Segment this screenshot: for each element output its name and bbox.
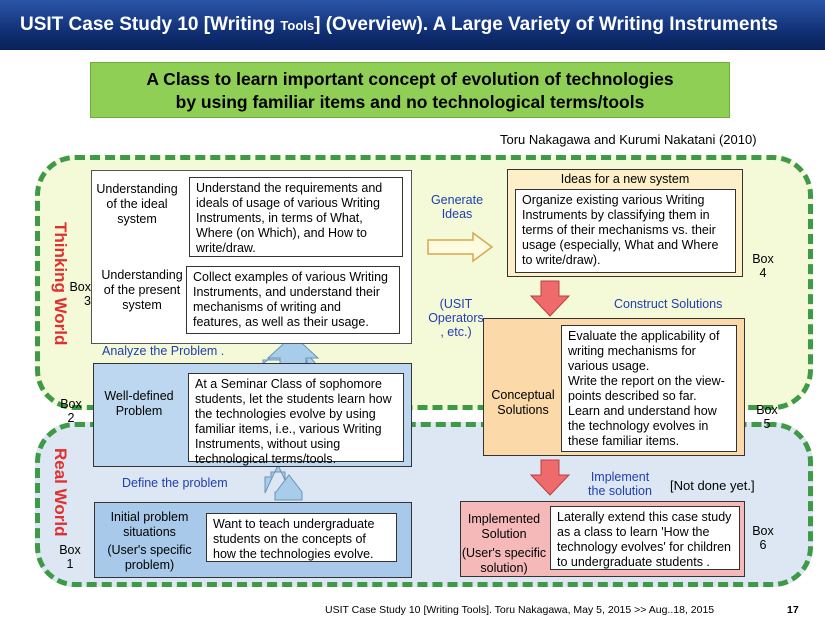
text-conceptual-solutions: Evaluate the applicability of writing me…: [561, 325, 737, 452]
box-5-tag: Box 5: [756, 403, 778, 431]
label-ideal-system: Understanding of the ideal system: [96, 182, 178, 226]
down-arrow-construct: [529, 280, 571, 317]
label-well-defined-problem: Well-defined Problem: [104, 389, 174, 418]
step-construct-solutions: Construct Solutions: [614, 297, 723, 311]
text-initial-problem: Want to teach undergraduate students on …: [206, 513, 397, 562]
text-ideal-system: Understand the requirements and ideals o…: [189, 177, 403, 257]
text-implemented-solution: Laterally extend this case study as a cl…: [550, 506, 740, 570]
thinking-world-label: Thinking World: [51, 222, 70, 346]
text-well-defined-problem: At a Seminar Class of sophomore students…: [188, 373, 404, 466]
label-present-system: Understanding of the present system: [101, 268, 183, 312]
box-2-tag: Box 2: [60, 397, 82, 425]
right-arrow-generate: [427, 231, 494, 263]
text-present-system: Collect examples of various Writing Inst…: [186, 266, 400, 334]
page-number: 17: [787, 604, 799, 616]
step-implement-solution: Implement the solution: [588, 470, 652, 498]
up-arrow-define-main: [274, 474, 303, 501]
not-done-note: [Not done yet.]: [670, 478, 755, 493]
banner-line-2: by using familiar items and no technolog…: [175, 92, 645, 112]
slide-title: USIT Case Study 10 [Writing Tools] (Over…: [0, 0, 825, 50]
label-users-specific-solution: (User's specific solution): [461, 546, 547, 575]
label-implemented-solution: Implemented Solution: [467, 512, 541, 541]
box-6-tag: Box 6: [752, 524, 774, 552]
real-world-label: Real World: [51, 448, 70, 537]
box-3-tag: Box 3: [69, 280, 91, 308]
label-ideas-new-system: Ideas for a new system: [560, 172, 690, 186]
box-1-tag: Box 1: [59, 543, 81, 571]
banner-line-1: A Class to learn important concept of ev…: [146, 69, 674, 89]
step-usit-operators: (USIT Operators , etc.): [428, 297, 484, 339]
box-4-tag: Box 4: [752, 252, 774, 280]
banner: A Class to learn important concept of ev…: [90, 62, 730, 118]
label-conceptual-solutions: Conceptual Solutions: [491, 388, 555, 417]
label-users-specific-problem: (User's specific problem): [107, 543, 192, 572]
label-initial-problem: Initial problem situations: [110, 510, 189, 539]
authors: Toru Nakagawa and Kurumi Nakatani (2010): [500, 132, 757, 147]
text-ideas-new-system: Organize existing various Writing Instru…: [515, 189, 736, 273]
step-define-problem: Define the problem: [122, 476, 228, 490]
step-analyze-problem: Analyze the Problem .: [102, 344, 225, 358]
step-generate-ideas: Generate Ideas: [430, 193, 484, 221]
footer-text: USIT Case Study 10 [Writing Tools]. Toru…: [325, 604, 715, 616]
down-arrow-implement: [529, 459, 571, 496]
